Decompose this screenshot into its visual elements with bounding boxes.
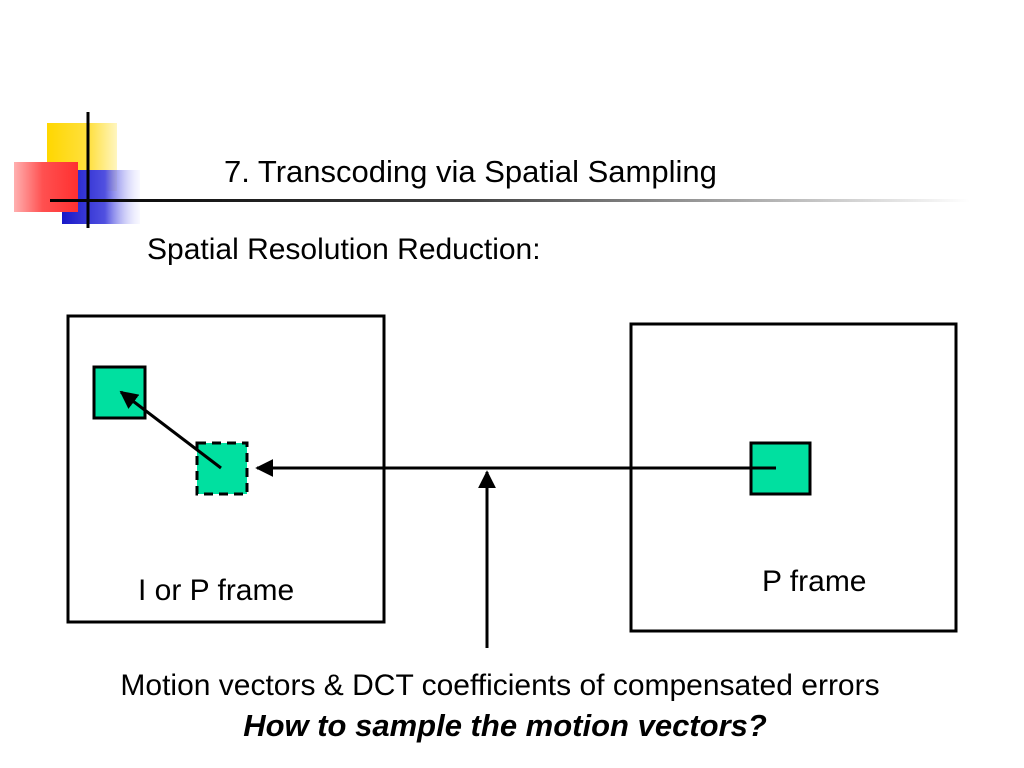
motion-vector-arrow [119, 390, 222, 470]
downsampled-block-dashed [195, 441, 249, 496]
slide-subtitle: Spatial Resolution Reduction: [147, 233, 541, 266]
diagram-caption: Motion vectors & DCT coefficients of com… [120, 669, 880, 702]
right-frame-label: P frame [762, 565, 867, 598]
corner-logo-icon [14, 112, 140, 228]
left-frame-label: I or P frame [138, 574, 295, 607]
right-frame-box [629, 322, 958, 633]
reference-block [92, 365, 147, 420]
diagram-question: How to sample the motion vectors? [243, 708, 767, 743]
slide-title: 7. Transcoding via Spatial Sampling [224, 154, 717, 189]
title-rule [50, 199, 970, 202]
logo-red-square [14, 162, 78, 212]
